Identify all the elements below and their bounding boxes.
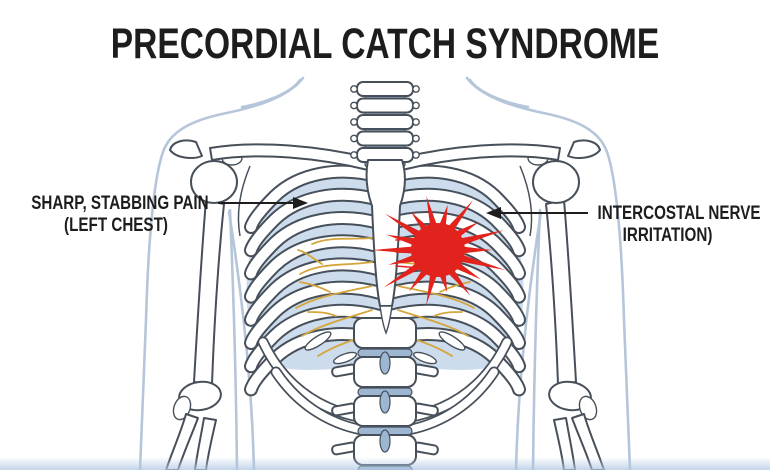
arrow-left-icon	[486, 207, 501, 219]
acromion	[169, 139, 203, 159]
sternum	[365, 159, 406, 335]
label-line: INTERCOSTAL NERVE	[597, 203, 761, 224]
label-line: SHARP, STABBING PAIN	[31, 193, 209, 214]
label-intercostal-nerve-irritation: INTERCOSTAL NERVE IRRITATION)	[597, 203, 761, 247]
humeral-head	[190, 160, 238, 204]
arm-bones	[532, 160, 605, 470]
leader-arrows	[218, 197, 588, 219]
label-line: IRRITATION)	[622, 225, 713, 246]
acromion	[567, 139, 601, 159]
clavicle	[399, 143, 561, 171]
ribs	[244, 164, 387, 397]
humeral-head	[532, 160, 580, 204]
label-line: (LEFT CHEST)	[64, 215, 168, 236]
radius-bone	[571, 413, 605, 470]
scapula-edge	[519, 165, 533, 237]
scapula-edge	[237, 165, 251, 237]
bottom-gradient	[0, 457, 770, 470]
humerus	[545, 199, 577, 385]
left-half	[138, 76, 387, 470]
clavicle	[209, 143, 371, 171]
label-sharp-stabbing-pain: SHARP, STABBING PAIN (LEFT CHEST)	[31, 193, 209, 237]
arrow-right-icon	[293, 197, 308, 209]
xiphoid-process	[379, 305, 393, 335]
pain-starburst-icon	[372, 195, 506, 305]
page-title: PRECORDIAL CATCH SYNDROME	[110, 20, 660, 68]
radius-bone	[165, 413, 199, 470]
